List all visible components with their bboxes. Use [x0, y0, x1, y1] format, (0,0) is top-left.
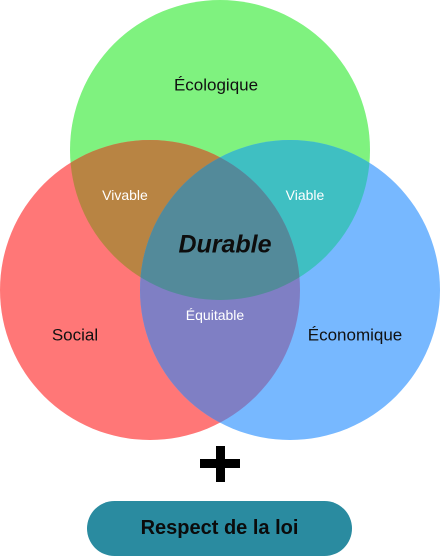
equitable-label: Équitable — [185, 307, 245, 323]
venn-diagram — [0, 0, 440, 440]
respect-de-la-loi-banner: Respect de la loi — [87, 501, 352, 556]
plus-icon — [200, 446, 240, 482]
economique-label: Économique — [307, 325, 403, 345]
social-label: Social — [51, 325, 99, 345]
ecologique-label: Écologique — [173, 75, 259, 95]
durable-label: Durable — [178, 230, 272, 259]
viable-label: Viable — [285, 187, 325, 203]
respect-de-la-loi-label: Respect de la loi — [140, 517, 299, 539]
vivable-label: Vivable — [102, 187, 148, 203]
